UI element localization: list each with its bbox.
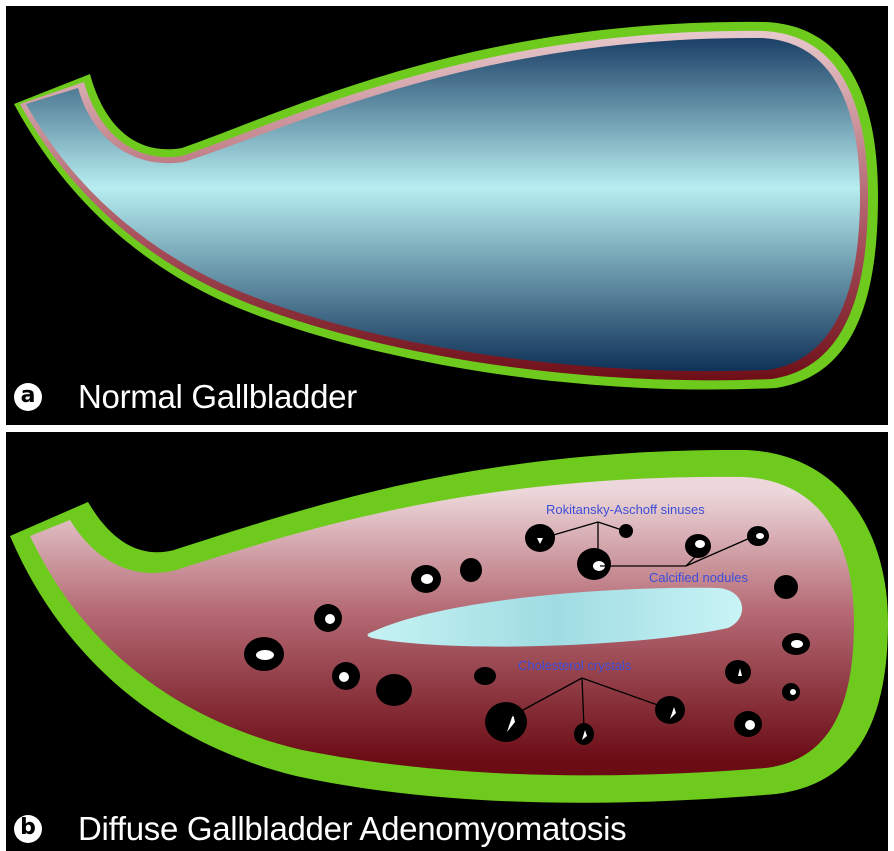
calcified-nodule xyxy=(421,574,433,584)
normal-gallbladder-illustration xyxy=(6,6,888,425)
calcified-nodule xyxy=(256,650,274,660)
sinus xyxy=(485,702,527,742)
panel-b-label: b Diffuse Gallbladder Adenomyomatosis xyxy=(14,810,626,848)
calcified-nodule xyxy=(339,672,349,682)
panel-a-caption: Normal Gallbladder xyxy=(78,378,357,416)
calcified-nodule xyxy=(790,689,796,695)
panel-a-badge: a xyxy=(14,383,42,411)
calcified-nodule xyxy=(756,533,764,539)
panel-b-adenomyomatosis: Rokitansky-Aschoff sinuses Calcified nod… xyxy=(6,432,888,851)
calcified-nodule xyxy=(745,720,755,730)
sinus xyxy=(474,667,496,685)
label-cholesterol-crystals: Cholesterol crystals xyxy=(518,658,632,673)
calcified-nodule xyxy=(791,640,803,648)
panel-b-caption: Diffuse Gallbladder Adenomyomatosis xyxy=(78,810,626,848)
calcified-nodule xyxy=(695,540,705,548)
label-calcified-nodules: Calcified nodules xyxy=(649,570,749,585)
sinus xyxy=(774,575,798,599)
panel-b-badge: b xyxy=(14,815,42,843)
lumen xyxy=(26,38,860,371)
panel-a-normal-gallbladder: a Normal Gallbladder xyxy=(6,6,888,425)
adenomyomatosis-illustration: Rokitansky-Aschoff sinuses Calcified nod… xyxy=(6,432,888,851)
sinus xyxy=(619,524,633,538)
sinus xyxy=(655,696,685,724)
sinus xyxy=(460,558,482,582)
calcified-nodule xyxy=(325,614,335,624)
sinus xyxy=(725,660,751,684)
panel-a-label: a Normal Gallbladder xyxy=(14,378,357,416)
label-rokitansky-aschoff-sinuses: Rokitansky-Aschoff sinuses xyxy=(546,502,705,517)
sinus xyxy=(376,674,412,706)
